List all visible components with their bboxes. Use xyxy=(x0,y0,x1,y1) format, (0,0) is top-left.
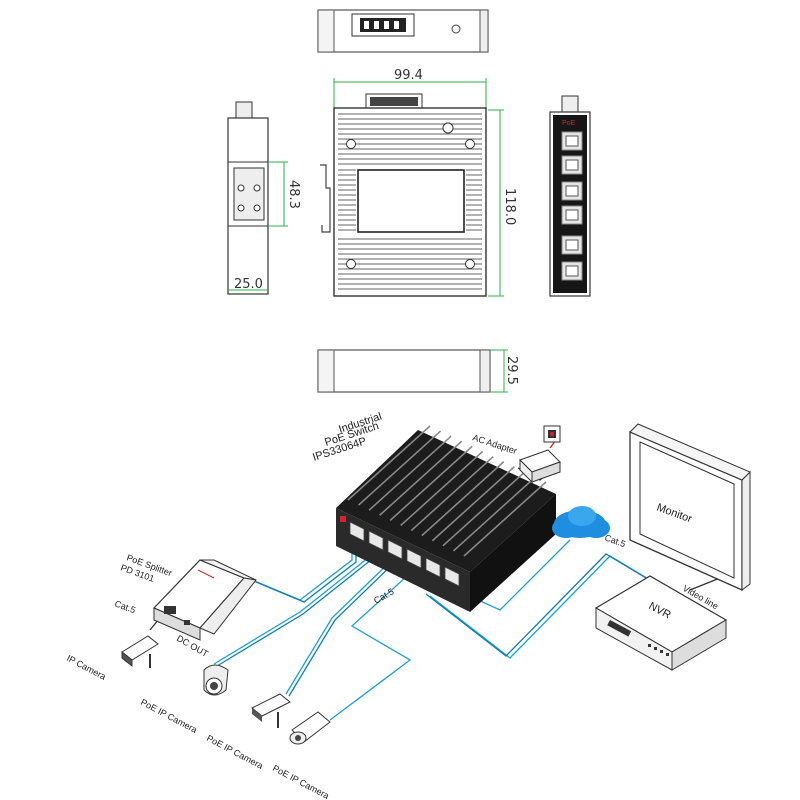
poe-dome-camera xyxy=(203,664,229,696)
monitor xyxy=(629,423,751,592)
heatsink-fin xyxy=(410,455,494,532)
width-dimension-label: 99.4 xyxy=(394,68,423,83)
iso-ethernet-port xyxy=(406,548,422,569)
heatsink-fin xyxy=(400,450,484,527)
cable-switch-dome xyxy=(213,549,379,665)
iso-ethernet-port xyxy=(368,530,384,551)
iso-ethernet-port xyxy=(349,521,365,542)
poe-camera-2-label: PoE IP Camera xyxy=(205,733,265,771)
iso-ethernet-port xyxy=(444,566,460,587)
poe-splitter xyxy=(152,559,257,641)
ac-adapter xyxy=(519,425,561,484)
heatsink-fin xyxy=(358,430,442,506)
poe-bullet-camera xyxy=(251,693,291,728)
front-label-window xyxy=(357,169,465,233)
cat5-right-label: Cat.5 xyxy=(603,532,627,549)
heatsink-fin xyxy=(431,466,515,542)
poe-camera-3-label: PoE IP Camera xyxy=(271,763,331,800)
depth-label: 29.5 xyxy=(504,356,519,385)
port-view: PoE xyxy=(549,95,591,297)
ethernet-port-socket xyxy=(565,209,579,221)
cable-switch-cam3 xyxy=(329,565,419,721)
ac-adapter-label: AC Adapter xyxy=(471,432,518,456)
poe-camera-1-label: PoE IP Camera xyxy=(139,697,199,735)
ethernet-port-socket xyxy=(565,239,579,251)
ethernet-port-socket xyxy=(565,265,579,277)
iso-ethernet-port xyxy=(425,557,441,578)
heatsink-fin xyxy=(347,425,431,501)
cat5-mid-label: Cat.5 xyxy=(372,586,396,605)
ip-camera-label: IP Camera xyxy=(65,653,108,682)
heatsink-fin xyxy=(421,461,505,537)
heatsink-fin xyxy=(452,476,536,552)
heatsink-fin xyxy=(442,471,526,547)
ethernet-port-socket xyxy=(565,159,579,171)
iso-ethernet-port xyxy=(387,539,403,560)
side-height-label: 48.3 xyxy=(286,180,301,209)
heatsink-fin xyxy=(463,481,547,557)
side-width-label: 25.0 xyxy=(234,277,263,292)
cloud-icon xyxy=(552,506,610,538)
top-view xyxy=(317,9,489,53)
heatsink-fin xyxy=(368,435,452,511)
height-dimension-label: 118.0 xyxy=(502,188,517,225)
bottom-view: 29.5 xyxy=(317,349,519,393)
heatsink-fin xyxy=(379,440,463,516)
front-brand-label: PoE xyxy=(562,120,576,127)
ethernet-port-socket xyxy=(565,185,579,197)
ethernet-port-socket xyxy=(565,135,579,147)
cable-switch-splitter xyxy=(239,540,353,601)
switch-iso xyxy=(336,425,556,612)
side-view: 48.3 25.0 xyxy=(227,101,301,295)
front-view: 99.4 118.0 xyxy=(320,68,517,297)
ip-camera xyxy=(121,635,159,668)
cat5-left-label: Cat.5 xyxy=(113,598,137,615)
heatsink-fin xyxy=(389,445,473,521)
nvr xyxy=(594,575,728,671)
cable-switch-cam2 xyxy=(285,555,397,695)
poe-box-camera xyxy=(289,711,331,745)
